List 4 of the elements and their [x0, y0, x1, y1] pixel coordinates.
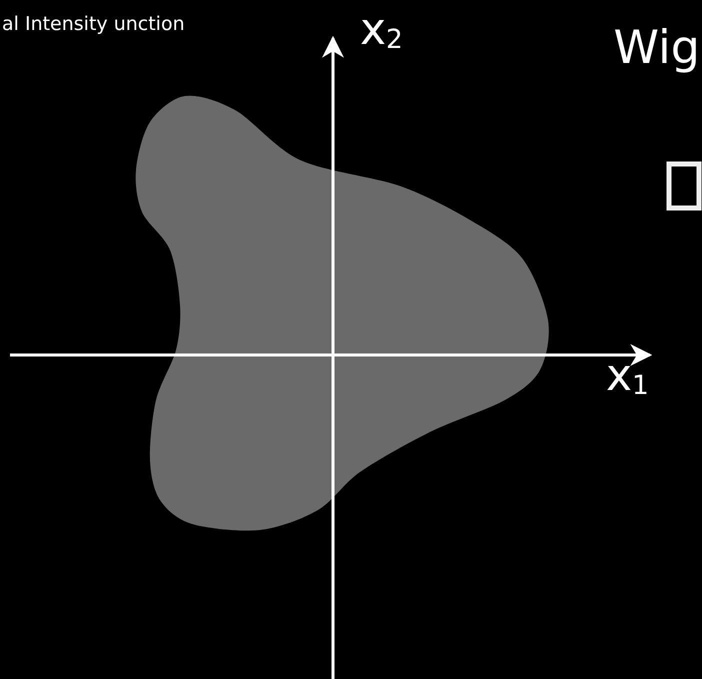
- heading-text: Wig: [614, 22, 700, 73]
- axis-label: x$_{2}$: [360, 6, 403, 54]
- axis-label: x$_{1}$: [606, 352, 649, 400]
- panel-caption: al Intensity unction: [2, 12, 186, 37]
